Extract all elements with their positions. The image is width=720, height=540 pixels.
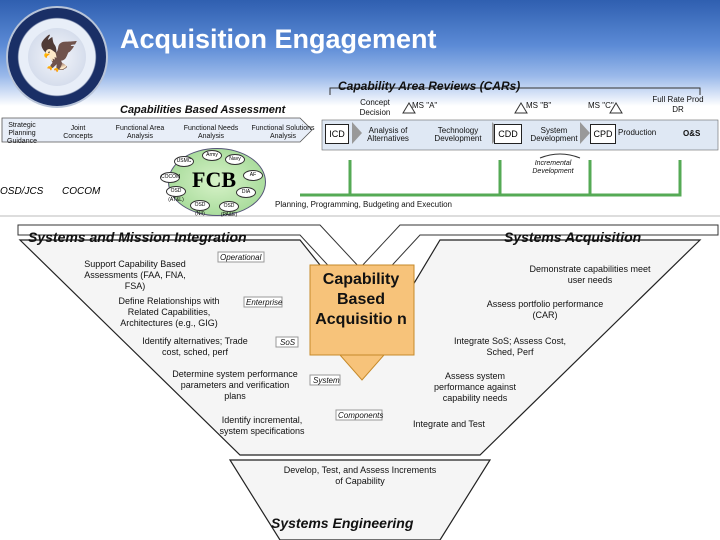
strategic-guidance: Strategic Planning Guidance <box>7 122 37 145</box>
joint-concepts: Joint Concepts <box>63 125 93 140</box>
right-text-4: Assess system performance against capabi… <box>433 371 517 403</box>
left-text-4: Determine system performance parameters … <box>172 369 298 401</box>
cpd-box: CPD <box>590 124 616 144</box>
left-text-3: Identify alternatives; Trade cost, sched… <box>142 336 248 357</box>
right-text-1: Demonstrate capabilities meet user needs <box>529 264 651 285</box>
right-text-5: Integrate and Test <box>413 419 485 429</box>
right-text-3: Integrate SoS; Assess Cost, Sched, Perf <box>453 336 567 357</box>
eagle-icon: 🦅 <box>38 35 81 73</box>
level-components: Components <box>338 411 384 420</box>
level-operational: Operational <box>220 253 262 262</box>
header-fade <box>0 76 720 106</box>
fcb-node-osd-nii: OSD (NII) <box>190 200 210 217</box>
left-text-5: Identify incremental, system specificati… <box>219 415 305 436</box>
production: Production <box>618 128 657 137</box>
left-text-2: Define Relationships with Related Capabi… <box>118 296 220 328</box>
fcb-node-navy: Navy <box>225 154 245 165</box>
fna: Functional Needs Analysis <box>183 125 239 140</box>
ms-b: MS "B" <box>526 101 552 110</box>
fcb-node-usmc: USMC <box>174 156 194 167</box>
system-dev: System Development <box>530 126 578 143</box>
fcb-node-osd-atl: OSD (AT&L) <box>166 186 186 203</box>
faa: Functional Area Analysis <box>115 125 165 140</box>
ms-c: MS "C" <box>588 101 614 110</box>
aoa: Analysis of Alternatives <box>367 126 409 143</box>
sa-header: Systems Acquisition <box>504 229 642 245</box>
se-header: Systems Engineering <box>271 515 414 531</box>
icd-box: ICD <box>325 124 349 144</box>
osd-jcs: OSD/JCS <box>0 186 44 197</box>
cdd-box: CDD <box>494 124 522 144</box>
center-label: Capability Based Acquisitio n <box>315 271 407 328</box>
fcb-node-af: AF <box>243 170 263 181</box>
header-band <box>0 0 720 76</box>
concept-decision: Concept Decision <box>359 98 391 117</box>
smi-header: Systems and Mission Integration <box>28 229 247 245</box>
cba-label: Capabilities Based Assessment <box>120 104 286 116</box>
o-and-s: O&S <box>683 129 701 138</box>
fcb-node-army: Army <box>202 150 222 161</box>
level-sos: SoS <box>280 338 296 347</box>
fcb-label: FCB <box>192 167 236 192</box>
level-system: System <box>313 376 340 385</box>
fcb-node-cocom: COCOM <box>160 172 180 183</box>
tech-dev: Technology Development <box>434 126 482 143</box>
left-text-1: Support Capability Based Assessments (FA… <box>84 259 186 291</box>
ppbe-label: Planning, Programming, Budgeting and Exe… <box>275 200 452 209</box>
cocom-label: COCOM <box>62 186 101 197</box>
incremental-dev: Incremental Development <box>532 160 574 175</box>
car-label: Capability Area Reviews (CARs) <box>338 79 521 93</box>
seal-center <box>28 28 86 86</box>
full-rate-prod: Full Rate Prod DR <box>652 95 704 114</box>
page-title: Acquisition Engagement <box>120 24 437 54</box>
fsa: Functional Solutions Analysis <box>251 125 315 140</box>
fcb-node-dia: DIA <box>236 187 256 198</box>
dod-seal <box>6 6 108 108</box>
ms-a: MS "A" <box>412 101 438 110</box>
level-enterprise: Enterprise <box>246 298 283 307</box>
bottom-text: Develop, Test, and Assess Increments of … <box>283 465 437 486</box>
fcb-node-osd-pae: OSD (PA&E) <box>219 201 239 218</box>
right-text-2: Assess portfolio performance (CAR) <box>486 299 604 320</box>
